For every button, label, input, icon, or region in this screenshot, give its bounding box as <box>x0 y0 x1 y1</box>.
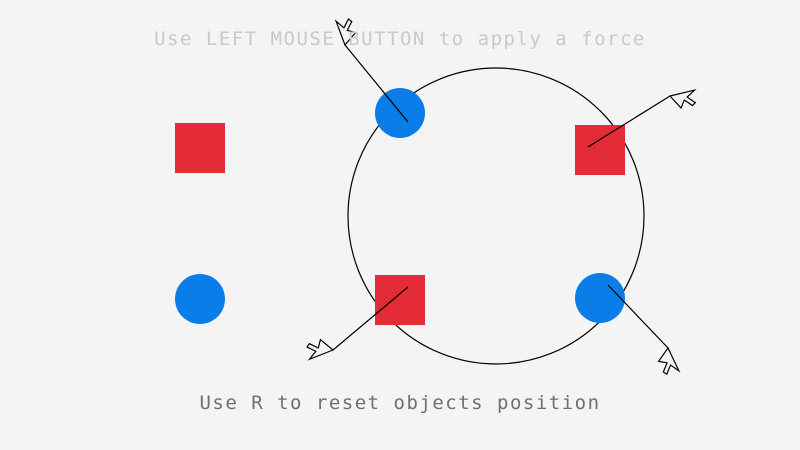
force-vector-square-right[interactable] <box>587 83 701 148</box>
force-vector-square-right-cursor-icon <box>668 88 697 110</box>
force-vector-circle-top[interactable] <box>330 14 409 123</box>
force-vector-square-bottom-cursor-icon <box>306 338 335 361</box>
cursor-arrow-shape <box>668 88 697 110</box>
force-vector-circle-bottom-right-cursor-icon <box>657 346 681 376</box>
force-vector-circle-top-cursor-icon <box>334 18 357 47</box>
square-right[interactable] <box>575 125 625 175</box>
square-bottom[interactable] <box>375 275 425 325</box>
force-vector-square-bottom[interactable] <box>302 286 409 365</box>
circle-bottom-left[interactable] <box>175 274 225 324</box>
force-vector-circle-bottom-right-line <box>607 284 669 349</box>
forces-layer <box>302 14 701 379</box>
force-vector-circle-top-line <box>344 44 409 123</box>
cursor-arrow-shape <box>334 18 357 47</box>
hint-reset-objects: Use R to reset objects position <box>199 392 601 414</box>
force-vector-square-right-line <box>587 95 671 148</box>
orbit-layer <box>347 67 645 365</box>
cursor-arrow-shape <box>306 338 335 361</box>
bodies-layer <box>175 88 625 325</box>
circle-bottom-right[interactable] <box>575 273 625 323</box>
square-left[interactable] <box>175 123 225 173</box>
cursor-arrow-shape <box>657 346 681 376</box>
force-vector-square-bottom-line <box>332 286 409 351</box>
force-vector-circle-bottom-right[interactable] <box>607 284 685 379</box>
orbit-circle <box>347 67 645 365</box>
hint-apply-force: Use LEFT MOUSE BUTTON to apply a force <box>154 28 646 50</box>
